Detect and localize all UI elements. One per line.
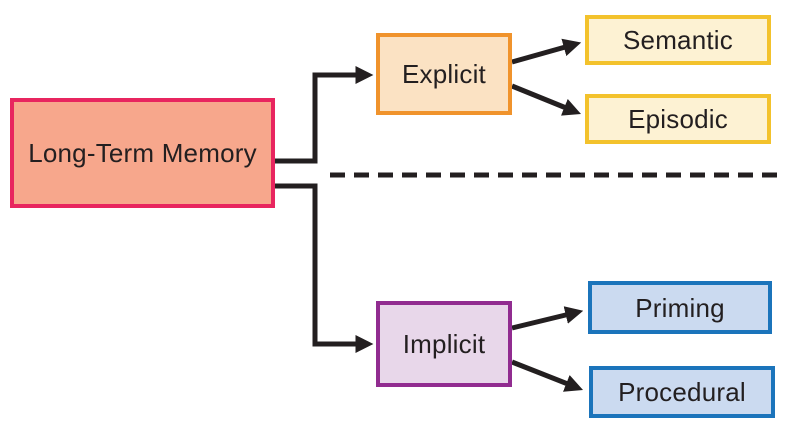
node-episodic: Episodic — [585, 94, 771, 144]
node-implicit-label: Implicit — [402, 329, 486, 359]
connector-explicit-to-semantic — [511, 38, 582, 65]
node-long-term-memory-label: Long-Term Memory — [28, 138, 257, 168]
connector-root-to-explicit — [272, 66, 374, 164]
node-explicit-label: Explicit — [402, 59, 486, 89]
connector-explicit-to-episodic — [511, 83, 582, 116]
node-procedural-label: Procedural — [618, 377, 746, 407]
node-implicit: Implicit — [376, 301, 512, 387]
node-priming: Priming — [588, 281, 772, 334]
connector-implicit-to-procedural — [511, 359, 584, 392]
node-semantic-label: Semantic — [623, 25, 733, 55]
node-episodic-label: Episodic — [628, 104, 728, 134]
connector-implicit-to-priming — [511, 306, 584, 331]
node-semantic: Semantic — [585, 15, 771, 65]
node-procedural: Procedural — [589, 366, 775, 418]
connector-root-to-implicit — [272, 183, 374, 353]
node-explicit: Explicit — [376, 33, 512, 115]
node-long-term-memory: Long-Term Memory — [10, 98, 275, 208]
node-priming-label: Priming — [635, 292, 725, 323]
